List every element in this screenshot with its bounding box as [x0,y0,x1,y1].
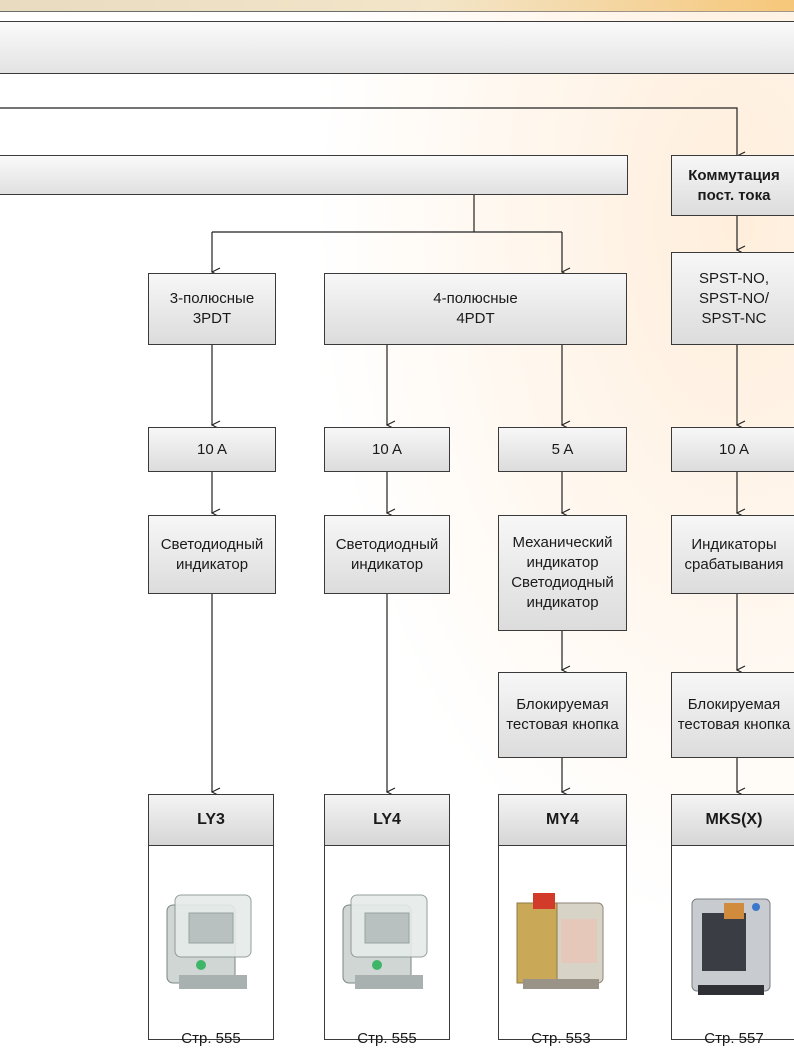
current-mks-box: 10 A [671,427,794,472]
product-title-my4: MY4 [499,795,626,846]
indicator-mks-box: Индикаторы срабатывания [671,515,794,594]
indicator-ly4-box: Светодиодный индикатор [324,515,450,594]
relay-my4-photo-icon [516,893,604,989]
spst-label: SPST-NO, SPST-NO/ SPST-NC [698,269,769,327]
product-card-ly3: LY3 [148,794,274,1040]
current-my4-label: 5 A [551,440,574,458]
relay-ly4-photo-icon [342,894,428,989]
test-button-mks-box: Блокируемая тестовая кнопка [671,672,794,758]
product-title-mks: MKS(X) [672,795,794,846]
test-button-my4-label: Блокируемая тестовая кнопка [506,696,619,733]
current-ly3-box: 10 A [148,427,276,472]
indicator-ly3-label: Светодиодный индикатор [160,535,264,573]
poles-4-box: 4-полюсные 4PDT [324,273,627,345]
product-card-mks: MKS(X) [671,794,794,1040]
indicator-ly4-label: Светодиодный индикатор [335,535,439,573]
product-title-ly4: LY4 [325,795,449,846]
indicator-my4-label: Механический индикатор Светодиодный инди… [511,534,614,611]
dc-switching-label: Коммутация пост. тока [688,166,780,204]
product-title-ly3: LY3 [149,795,273,846]
product-card-my4: MY4 [498,794,627,1040]
page-ref-mks: Стр. 557 [704,1030,764,1047]
spst-box: SPST-NO, SPST-NO/ SPST-NC [671,252,794,345]
poles-3-box: 3-полюсные 3PDT [148,273,276,345]
page-ref-my4: Стр. 553 [531,1030,591,1047]
dc-switching-box: Коммутация пост. тока [671,155,794,216]
category-band [0,155,628,195]
relay-ly3-photo-icon [166,894,252,989]
poles-4-label: 4-полюсные 4PDT [433,290,518,327]
indicator-my4-box: Механический индикатор Светодиодный инди… [498,515,627,631]
product-card-ly4: LY4 [324,794,450,1040]
current-my4-box: 5 A [498,427,627,472]
page-ref-ly3: Стр. 555 [181,1030,241,1047]
current-ly3-label: 10 A [196,440,228,458]
current-ly4-box: 10 A [324,427,450,472]
test-button-mks-label: Блокируемая тестовая кнопка [677,696,791,733]
indicator-ly3-box: Светодиодный индикатор [148,515,276,594]
page-ref-ly4: Стр. 555 [357,1030,417,1047]
header-band [0,21,794,74]
relay-mks-photo-icon [691,898,771,995]
indicator-mks-label: Индикаторы срабатывания [684,535,784,573]
poles-3-label: 3-полюсные 3PDT [169,290,255,327]
current-ly4-label: 10 A [371,440,403,458]
test-button-my4-box: Блокируемая тестовая кнопка [498,672,627,758]
current-mks-label: 10 A [718,440,750,458]
